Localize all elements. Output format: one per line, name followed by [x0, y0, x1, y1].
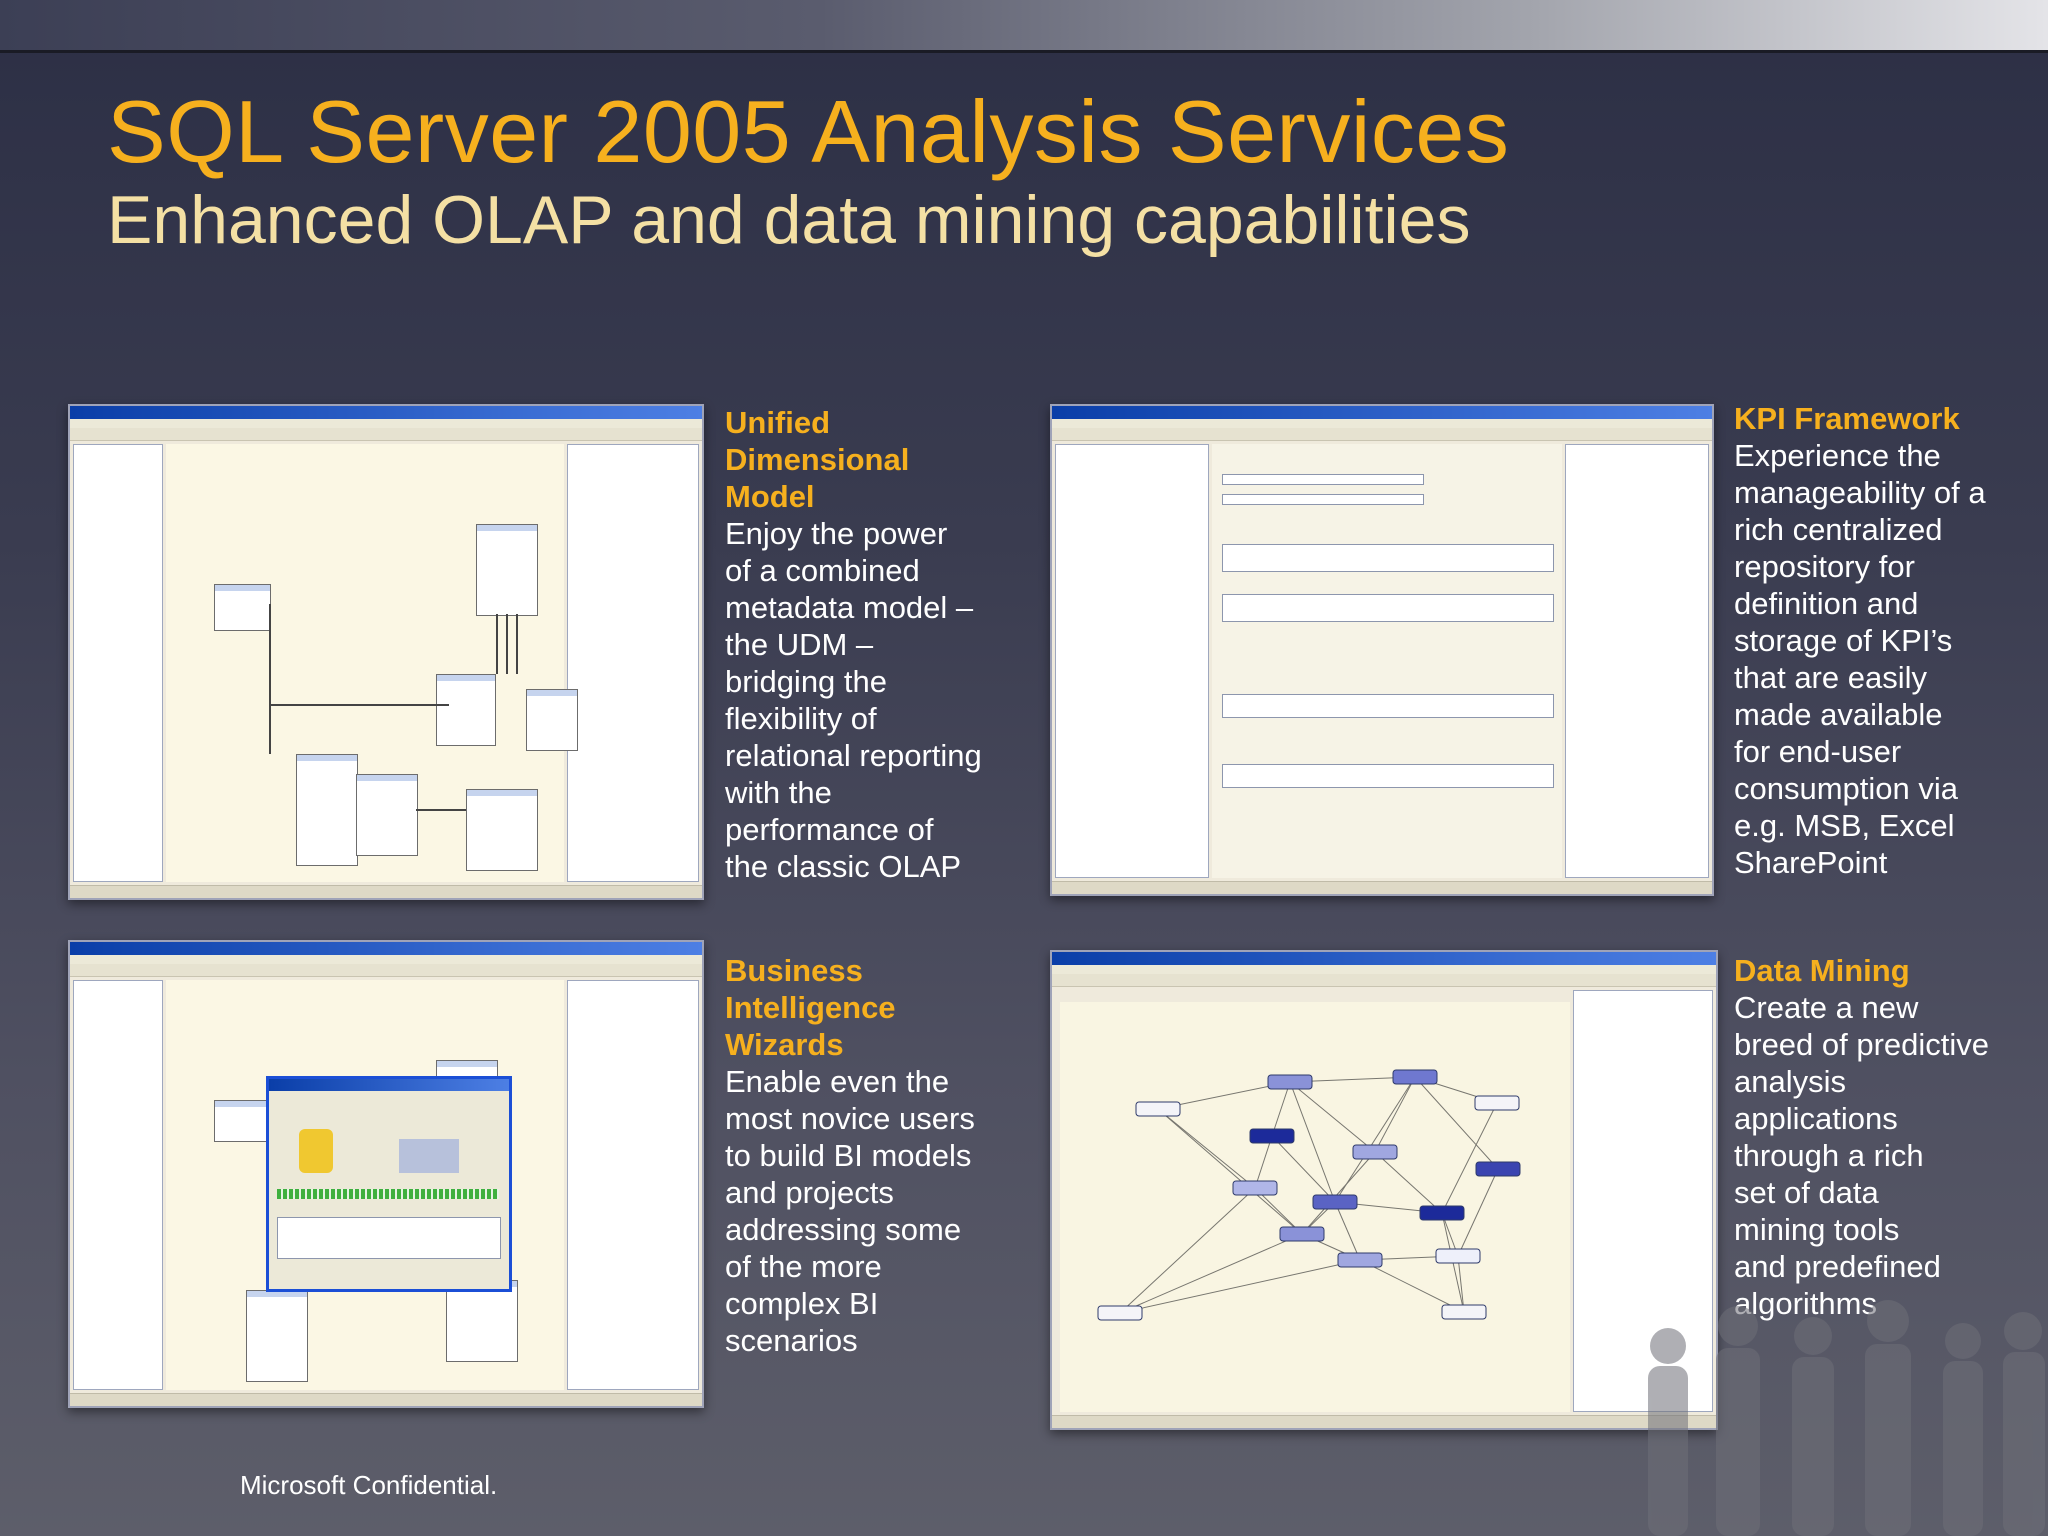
feature-heading-wizards: Business Intelligence Wizards [725, 952, 896, 1063]
feature-heading-line: Wizards [725, 1027, 844, 1062]
bi-wizard-screenshot [68, 940, 704, 1408]
feature-body-kpi: Experience the manageability of a rich c… [1734, 438, 1986, 880]
people-silhouette-graphic [1648, 1300, 2045, 1536]
feature-heading-line: Intelligence [725, 990, 896, 1025]
feature-heading-line: KPI Framework [1734, 401, 1960, 436]
top-banner [0, 0, 2048, 53]
udm-designer-screenshot [68, 404, 704, 900]
feature-body-wizards: Enable even the most novice users to bui… [725, 1064, 975, 1358]
wizard-dialog [266, 1076, 512, 1292]
feature-heading-line: Model [725, 479, 815, 514]
confidentiality-footer: Microsoft Confidential. [240, 1470, 498, 1500]
feature-heading-udm: Unified Dimensional Model [725, 404, 909, 515]
feature-heading-data-mining: Data Mining [1734, 952, 1910, 989]
cluster-diagram [1097, 1069, 1521, 1321]
feature-body-data-mining: Create a new breed of predictive analysi… [1734, 990, 1990, 1321]
data-mining-screenshot [1050, 950, 1718, 1430]
kpi-framework-screenshot [1050, 404, 1714, 896]
slide-title: SQL Server 2005 Analysis Services [107, 82, 1510, 181]
feature-heading-line: Business [725, 953, 863, 988]
feature-heading-line: Unified [725, 405, 831, 440]
feature-body-udm: Enjoy the power of a combined metadata m… [725, 516, 982, 884]
slide-subtitle: Enhanced OLAP and data mining capabiliti… [107, 182, 1471, 258]
feature-heading-kpi: KPI Framework [1734, 400, 1960, 437]
feature-heading-line: Dimensional [725, 442, 910, 477]
feature-heading-line: Data Mining [1734, 953, 1910, 988]
